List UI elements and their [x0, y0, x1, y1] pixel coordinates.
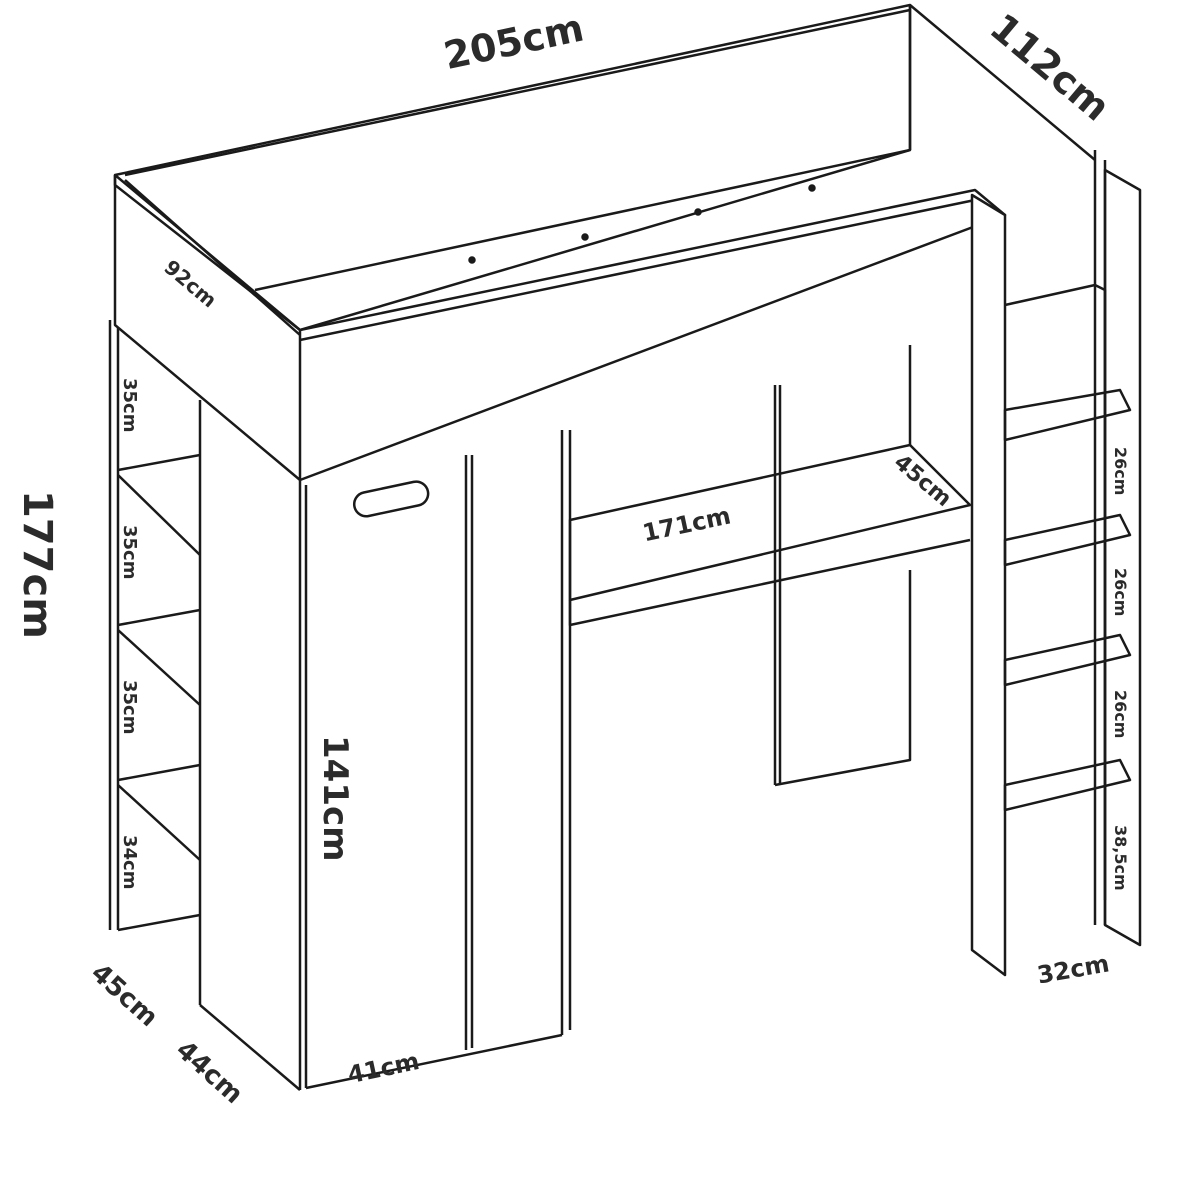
bed-frame — [113, 3, 1096, 482]
label-wardrobe-height: 141cm — [315, 735, 355, 862]
desk — [568, 345, 972, 787]
ladder — [970, 150, 1142, 977]
side-shelves — [108, 320, 201, 932]
label-ladder-step-4: 38,5cm — [1111, 825, 1130, 891]
label-shelf-height-2: 35cm — [119, 525, 140, 580]
label-ladder-step-3: 26cm — [1111, 690, 1130, 739]
label-total-height: 177cm — [14, 490, 60, 639]
label-ladder-step-1: 26cm — [1111, 447, 1130, 496]
label-shelf-height-1: 35cm — [119, 378, 140, 433]
label-shelf-height-3: 35cm — [119, 680, 140, 735]
label-shelf-height-4: 34cm — [119, 835, 140, 890]
label-ladder-step-2: 26cm — [1111, 568, 1130, 617]
wardrobe — [198, 400, 572, 1091]
